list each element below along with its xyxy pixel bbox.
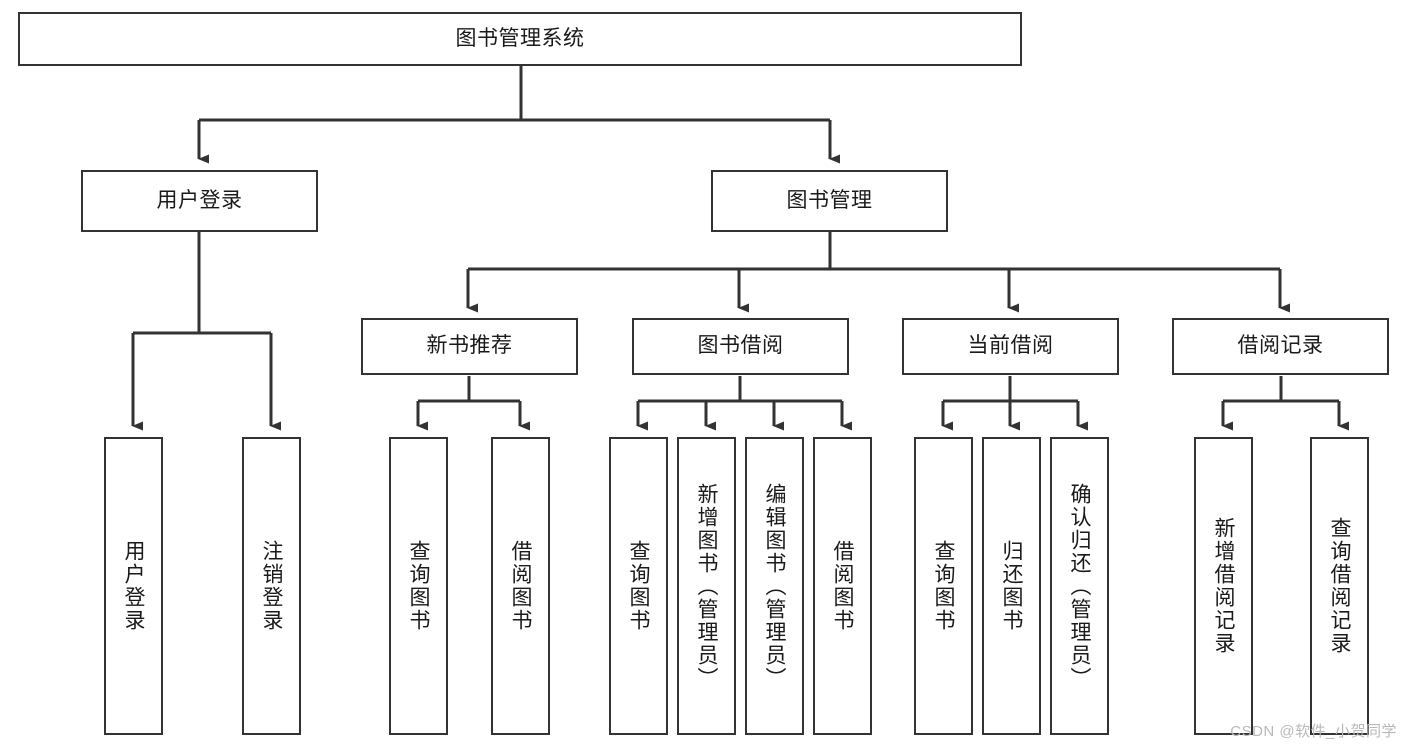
leaf-book-borrow-borrow[interactable]: 借阅图书	[813, 437, 872, 735]
node-label: 图书借阅	[697, 334, 784, 358]
node-label: 借阅图书	[509, 540, 532, 632]
node-new-book-recommend[interactable]: 新书推荐	[361, 318, 578, 375]
node-borrow-record[interactable]: 借阅记录	[1172, 318, 1389, 375]
leaf-user-login-login[interactable]: 用户登录	[104, 437, 163, 735]
leaf-current-borrow-query[interactable]: 查询图书	[914, 437, 973, 735]
leaf-book-borrow-edit[interactable]: 编辑图书（管理员）	[745, 437, 804, 735]
leaf-borrow-record-query[interactable]: 查询借阅记录	[1310, 437, 1369, 735]
node-label: 注销登录	[260, 540, 283, 632]
node-label: 编辑图书（管理员）	[763, 482, 786, 690]
leaf-book-borrow-query[interactable]: 查询图书	[609, 437, 668, 735]
node-user-login[interactable]: 用户登录	[81, 170, 318, 232]
node-label: 查询图书	[932, 540, 955, 632]
node-label: 归还图书	[1000, 540, 1023, 632]
node-label: 借阅图书	[831, 540, 854, 632]
leaf-user-login-logout[interactable]: 注销登录	[242, 437, 301, 735]
leaf-book-borrow-add[interactable]: 新增图书（管理员）	[677, 437, 736, 735]
node-label: 确认归还（管理员）	[1068, 482, 1091, 690]
node-label: 用户登录	[156, 188, 243, 212]
node-book-management[interactable]: 图书管理	[711, 170, 948, 232]
node-label: 当前借阅	[967, 334, 1054, 358]
node-label: 查询借阅记录	[1328, 517, 1351, 655]
node-label: 查询图书	[407, 540, 430, 632]
leaf-new-book-borrow[interactable]: 借阅图书	[491, 437, 550, 735]
leaf-new-book-query[interactable]: 查询图书	[389, 437, 448, 735]
leaf-borrow-record-add[interactable]: 新增借阅记录	[1194, 437, 1253, 735]
node-label: 用户登录	[122, 540, 145, 632]
node-label: 借阅记录	[1237, 334, 1324, 358]
node-label: 新书推荐	[426, 334, 513, 358]
node-label: 图书管理	[786, 188, 873, 212]
node-current-borrow[interactable]: 当前借阅	[902, 318, 1119, 375]
node-label: 查询图书	[627, 540, 650, 632]
node-label: 图书管理系统	[455, 26, 585, 50]
node-book-borrow[interactable]: 图书借阅	[632, 318, 849, 375]
node-root-book-management-system[interactable]: 图书管理系统	[18, 12, 1022, 66]
node-label: 新增图书（管理员）	[695, 482, 718, 690]
node-label: 新增借阅记录	[1212, 517, 1235, 655]
leaf-current-borrow-return[interactable]: 归还图书	[982, 437, 1041, 735]
leaf-current-borrow-confirm-return[interactable]: 确认归还（管理员）	[1050, 437, 1109, 735]
